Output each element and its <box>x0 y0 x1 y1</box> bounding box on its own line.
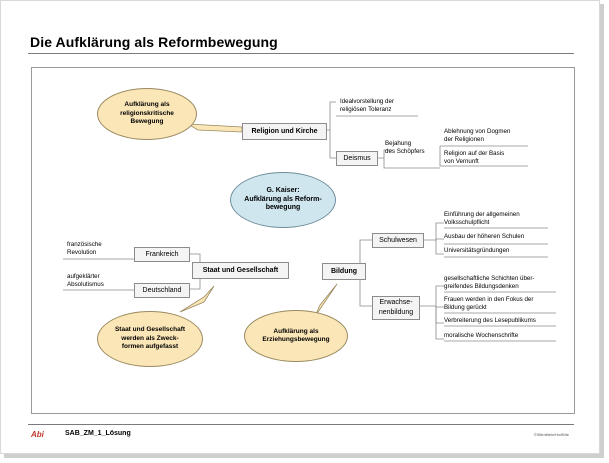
callout-religionskritik-text: Aufklärung als religionskritische Bewegu… <box>120 101 174 126</box>
leaf-schichten: gesellschaftliche Schichten über- greife… <box>444 275 535 290</box>
callout-staat-text: Staat und Gesellschaft werden als Zweck-… <box>114 326 186 351</box>
center-topic-text: G. Kaiser: Aufklärung als Reform- bewegu… <box>244 187 322 212</box>
title-rule <box>28 53 574 54</box>
node-frankreich: Frankreich <box>134 247 190 262</box>
callout-erziehung: Aufklärung als Erziehungsbewegung <box>244 310 348 362</box>
leaf-dogmen: Ablehnung von Dogmen der Religionen <box>444 128 511 143</box>
leaf-absolutismus: aufgeklärter Absolutismus <box>67 273 104 288</box>
node-bildung: Bildung <box>322 263 366 280</box>
page-title: Die Aufklärung als Reformbewegung <box>30 34 278 50</box>
leaf-wochenschriften: moralische Wochenschrifte <box>444 332 519 339</box>
callout-religionskritik: Aufklärung als religionskritische Bewegu… <box>97 88 197 140</box>
footer-rule <box>28 424 574 425</box>
node-staat-und-gesellschaft: Staat und Gesellschaft <box>192 262 289 279</box>
node-deutschland: Deutschland <box>134 283 190 298</box>
leaf-toleranz: Idealvorstellung der religiösen Toleranz <box>340 98 395 113</box>
node-religion-und-kirche: Religion und Kirche <box>242 123 327 140</box>
center-topic: G. Kaiser: Aufklärung als Reform- bewegu… <box>230 172 336 228</box>
leaf-revolution: französische Revolution <box>67 241 102 256</box>
leaf-lesepublikum: Verbreiterung des Lesepublikums <box>444 317 536 324</box>
leaf-bejahung: Bejahung des Schöpfers <box>385 140 425 155</box>
leaf-hoehere-schulen: Ausbau der höheren Schulen <box>444 233 525 240</box>
leaf-universitaeten: Universitätsgründungen <box>444 247 510 254</box>
node-schulwesen: Schulwesen <box>372 233 424 248</box>
worksheet-code: SAB_ZM_1_Lösung <box>65 430 131 437</box>
leaf-volksschulpflicht: Einführung der allgemeinen Volksschulpfl… <box>444 211 520 226</box>
node-erwachsenenbildung: Erwachse- nenbildung <box>372 296 420 320</box>
copyright-note: ©Stilmitteln/Ho/flöte <box>533 432 569 437</box>
node-deismus: Deismus <box>336 151 378 166</box>
leaf-frauen: Frauen werden in den Fokus der Bildung g… <box>444 296 534 311</box>
callout-erziehung-text: Aufklärung als Erziehungsbewegung <box>262 327 330 344</box>
leaf-vernunft: Religion auf der Basis von Vernunft <box>444 150 505 165</box>
publisher-logo: Abi <box>31 430 44 439</box>
callout-staat: Staat und Gesellschaft werden als Zweck-… <box>97 311 203 367</box>
